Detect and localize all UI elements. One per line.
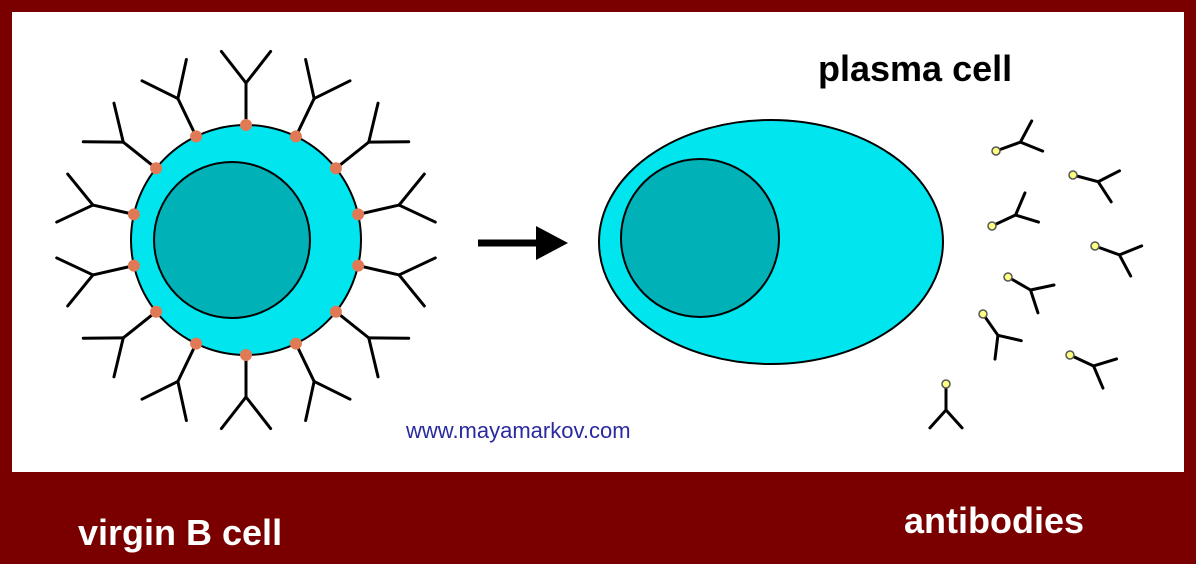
receptor-y [221, 51, 270, 125]
receptor-y [296, 344, 350, 421]
receptor-anchor-dot [330, 162, 342, 174]
receptor-y [358, 258, 435, 306]
receptor-y [296, 59, 350, 136]
antibody-y [1091, 242, 1142, 276]
receptor-anchor-dot [290, 130, 302, 142]
receptor-y [358, 174, 435, 222]
plasma-cell-label: plasma cell [818, 48, 1012, 90]
b-cell-nucleus [154, 162, 310, 318]
receptor-anchor-dot [330, 306, 342, 318]
receptor-y [57, 174, 134, 222]
receptor-y [142, 344, 196, 421]
receptor-anchor-dot [150, 306, 162, 318]
diagram-panel: plasma cell www.mayamarkov.com [12, 12, 1184, 472]
receptor-y [142, 59, 196, 136]
antibody-y [1069, 171, 1119, 202]
antibody-y [992, 121, 1043, 155]
receptor-y [336, 312, 409, 377]
receptor-anchor-dot [128, 260, 140, 272]
receptor-anchor-dot [190, 338, 202, 350]
receptor-anchor-dot [352, 260, 364, 272]
antibody-y [988, 193, 1039, 230]
antibodies-label: antibodies [904, 500, 1084, 542]
antibody-y [979, 310, 1021, 359]
receptor-anchor-dot [352, 208, 364, 220]
receptor-anchor-dot [290, 338, 302, 350]
antibody-y [1004, 273, 1054, 313]
virgin-b-cell [57, 51, 436, 428]
receptor-anchor-dot [240, 119, 252, 131]
antibody-y [1066, 351, 1117, 388]
arrow-icon [478, 226, 568, 260]
plasma-cell [599, 120, 943, 364]
receptor-y [83, 312, 156, 377]
receptor-anchor-dot [128, 208, 140, 220]
receptor-anchor-dot [150, 162, 162, 174]
receptor-y [57, 258, 134, 306]
antibody-y [930, 380, 962, 428]
receptor-y [221, 355, 270, 429]
receptor-anchor-dot [190, 130, 202, 142]
receptor-y [336, 103, 409, 168]
free-antibodies [930, 121, 1142, 428]
plasma-cell-nucleus [621, 159, 779, 317]
receptor-anchor-dot [240, 349, 252, 361]
receptor-y [83, 103, 156, 168]
website-credit: www.mayamarkov.com [406, 418, 631, 444]
virgin-b-cell-label: virgin B cell [78, 512, 282, 554]
